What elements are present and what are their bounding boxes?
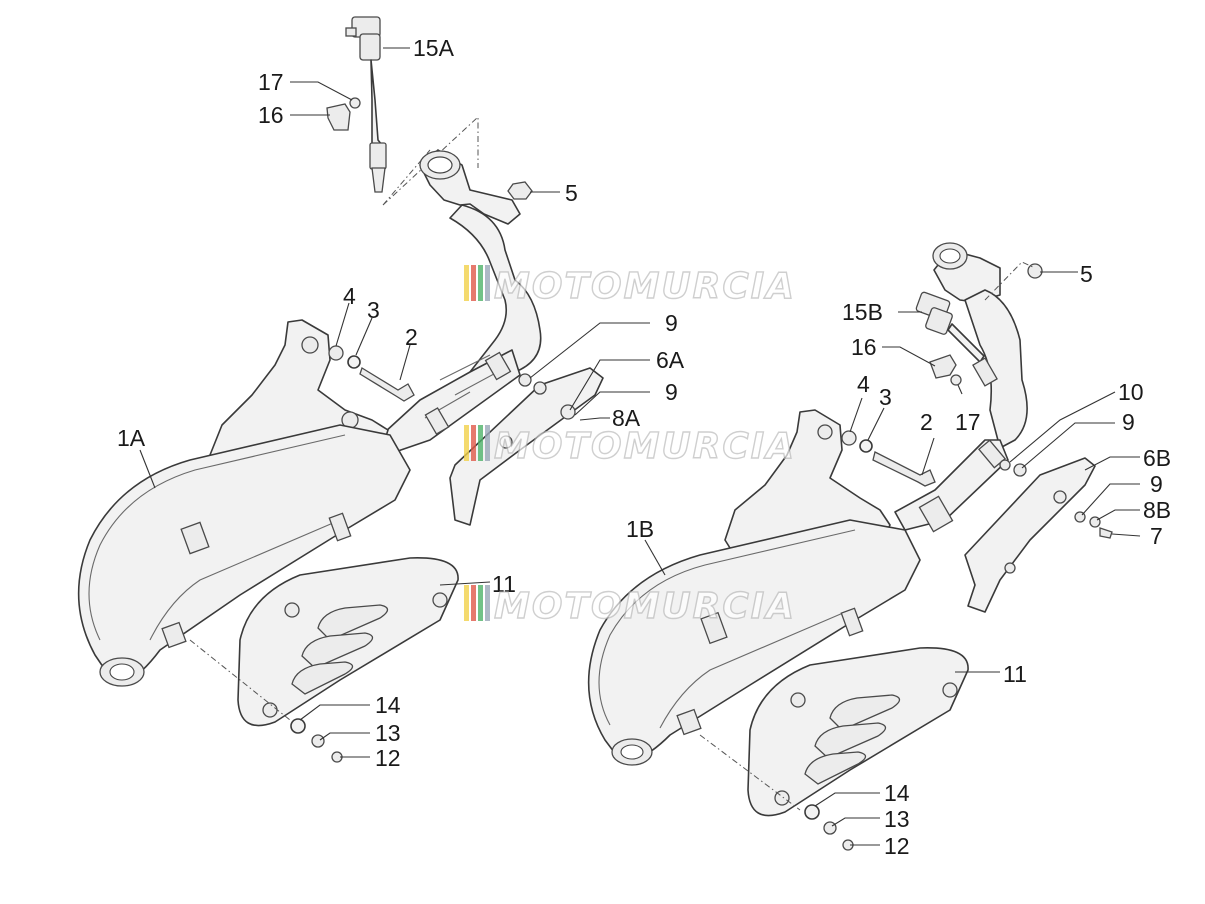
- callout-6A: 6A: [656, 347, 685, 373]
- watermark-stripe: [478, 425, 483, 461]
- right-cover-alignment-line: [699, 734, 801, 811]
- callout-6B: 6B: [1143, 445, 1171, 471]
- watermark-stripe: [471, 585, 476, 621]
- right-lock-washer-3: [859, 439, 873, 453]
- right-washer-4: [841, 430, 857, 446]
- watermark-text-middle: MOTOMURCIA: [494, 426, 796, 467]
- left-washer-13: [311, 734, 325, 748]
- right-screw-7: [1099, 527, 1113, 539]
- right-washer-8B: [1089, 516, 1101, 528]
- left-bracket-16: [326, 103, 351, 131]
- watermark-stripe: [464, 265, 469, 301]
- right-header-pipe: [894, 242, 1028, 533]
- callout-2-left: 2: [405, 324, 418, 350]
- callout-16-right: 16: [851, 334, 877, 360]
- callout-11-left: 11: [492, 571, 516, 597]
- callout-8A: 8A: [612, 405, 641, 431]
- left-bolt-2: [359, 367, 415, 402]
- right-side-cover-11: [747, 647, 969, 817]
- watermark-stripe: [478, 585, 483, 621]
- callout-16-left: 16: [258, 102, 284, 128]
- right-nut-5: [1027, 263, 1043, 279]
- callout-3-right: 3: [879, 384, 892, 410]
- left-washer-9-lower: [533, 381, 547, 395]
- callout-5-right: 5: [1080, 261, 1093, 287]
- watermark-stripe: [478, 265, 483, 301]
- callout-7: 7: [1150, 523, 1163, 549]
- callout-2-right: 2: [920, 409, 933, 435]
- callout-17-right: 17: [955, 409, 981, 435]
- callout-8B: 8B: [1143, 497, 1171, 523]
- right-screw-17: [950, 374, 962, 386]
- left-muffler-1A: [77, 424, 411, 687]
- left-lock-washer-3: [347, 355, 361, 369]
- callout-4-left: 4: [343, 283, 356, 309]
- left-nut-5: [507, 181, 533, 200]
- left-washer-9-upper: [518, 373, 532, 387]
- right-muffler-1B: [587, 519, 921, 766]
- watermark-stripe: [464, 585, 469, 621]
- callout-4-right: 4: [857, 371, 870, 397]
- right-grommet-14: [804, 804, 820, 820]
- watermark-bottom: MOTOMURCIA: [464, 585, 796, 628]
- left-header-pipe: [384, 149, 542, 453]
- callout-9-right-lower: 9: [1150, 471, 1163, 497]
- right-assembly: [587, 242, 1113, 851]
- callout-17-left: 17: [258, 69, 284, 95]
- watermark-middle: MOTOMURCIA: [464, 425, 796, 468]
- callout-10: 10: [1118, 379, 1144, 405]
- watermark-text-bottom: MOTOMURCIA: [494, 586, 796, 627]
- watermark-top: MOTOMURCIA: [464, 265, 796, 308]
- right-washer-9-upper: [999, 459, 1011, 471]
- right-washer-13: [823, 821, 837, 835]
- right-oxygen-sensor: [915, 291, 998, 387]
- callout-13-right: 13: [884, 806, 910, 832]
- callout-9-left-upper: 9: [665, 310, 678, 336]
- left-screw-17: [349, 97, 361, 109]
- left-washer-4: [328, 345, 344, 361]
- right-bracket-16: [929, 354, 957, 379]
- right-bolt-2: [872, 451, 936, 487]
- leader-lines: [139, 47, 1141, 846]
- watermark-stripe: [485, 425, 490, 461]
- callout-14-left: 14: [375, 692, 401, 718]
- callout-1B: 1B: [626, 516, 654, 542]
- callout-9-right-upper: 9: [1122, 409, 1135, 435]
- left-grommet-14: [290, 718, 306, 734]
- watermark-stripe: [464, 425, 469, 461]
- callout-12-left: 12: [375, 745, 401, 771]
- watermark-text-top: MOTOMURCIA: [494, 266, 796, 307]
- watermark-stripe: [471, 265, 476, 301]
- watermark-stripe: [471, 425, 476, 461]
- callout-13-left: 13: [375, 720, 401, 746]
- callout-3-left: 3: [367, 297, 380, 323]
- left-oxygen-sensor: [345, 16, 387, 193]
- callout-labels: 15A 17 16 5 4 3 2 9 6A 9 8A 1A 11 14 13 …: [117, 35, 1171, 859]
- callout-5-left: 5: [565, 180, 578, 206]
- left-cover-alignment-line: [189, 639, 291, 721]
- watermark-stripe: [485, 265, 490, 301]
- right-heat-shield-6B: [964, 457, 1096, 613]
- callout-9-left-lower: 9: [665, 379, 678, 405]
- right-alignment-line: [984, 261, 1036, 301]
- callout-11-right: 11: [1003, 661, 1027, 687]
- watermark-stripe: [485, 585, 490, 621]
- callout-14-right: 14: [884, 780, 910, 806]
- callout-12-right: 12: [884, 833, 910, 859]
- left-sensor-alignment-line: [382, 115, 479, 206]
- callout-15B: 15B: [842, 299, 883, 325]
- left-bracket-bolt-hole: [301, 336, 319, 354]
- callout-15A: 15A: [413, 35, 455, 61]
- left-side-cover-11: [237, 557, 459, 727]
- callout-1A: 1A: [117, 425, 146, 451]
- left-assembly: [77, 16, 604, 763]
